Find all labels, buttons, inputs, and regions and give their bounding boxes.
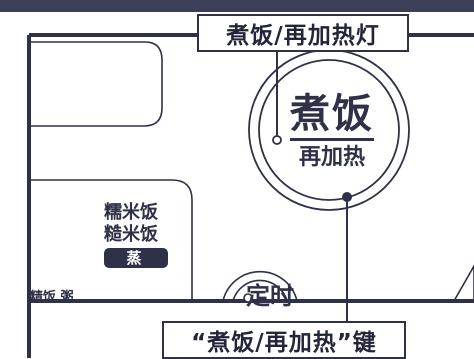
indicator-light-callout: 煮饭/再加热灯: [197, 14, 409, 52]
rice-button-underline: [290, 138, 374, 141]
menu-side-panel: 糯米饭 糙米饭 蒸: [104, 202, 176, 268]
partial-menu-label: 精饭 粥: [30, 290, 74, 305]
rice-button-subtitle: 再加热: [298, 145, 365, 170]
indicator-lamp: [272, 135, 282, 145]
timer-button-label[interactable]: 定时: [246, 282, 294, 310]
menu-label-brown-rice: 糙米饭: [104, 224, 158, 245]
menu-label-glutinous-rice: 糯米饭: [104, 202, 158, 223]
rice-reheat-button[interactable]: 煮饭 再加热: [282, 94, 382, 169]
steam-badge: 蒸: [104, 248, 168, 268]
rice-button-inner-ring: [258, 59, 400, 201]
header-band: [0, 0, 474, 12]
rice-reheat-key-callout: “煮饭/再加热”键: [162, 321, 406, 359]
rice-button-title: 煮饭: [290, 91, 374, 137]
upper-left-panel: [29, 41, 163, 127]
button-leader-dot: [342, 192, 352, 202]
side-panel-outline: [29, 179, 193, 301]
